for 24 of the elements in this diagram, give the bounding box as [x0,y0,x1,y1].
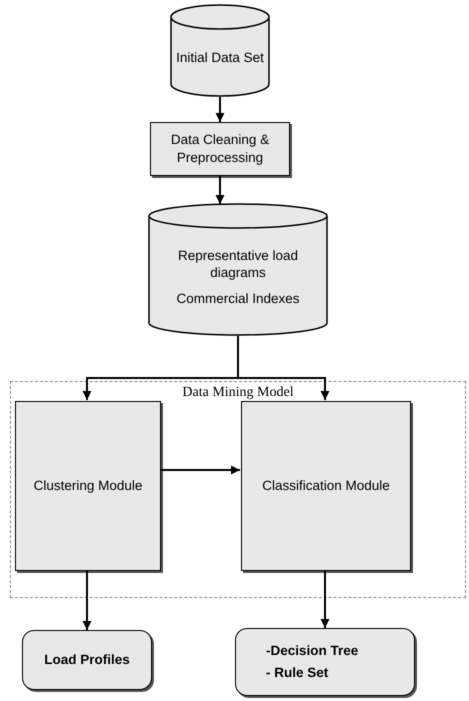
process-box [15,401,161,571]
arrow [216,176,224,204]
arrow [216,97,224,122]
group-title: Data Mining Model [182,384,294,402]
node-label: -Decision Tree [265,642,358,660]
node-label: Commercial Indexes [176,290,300,308]
database-cylinder [170,5,270,97]
arrow [160,466,240,474]
process-box [241,401,411,571]
node-label: Load Profiles [44,651,130,669]
arrow [320,570,330,628]
arrow [82,570,92,630]
node-label: Data Cleaning & Preprocessing [170,131,270,167]
output-box [235,628,415,696]
output-box [22,630,152,690]
node-label: - Rule Set [265,664,328,682]
node-label: Initial Data Set [176,49,264,67]
database-cylinder [148,204,328,336]
node-label: Classification Module [262,477,390,495]
arrow [237,336,330,400]
group-frame [10,381,466,598]
process-box [150,122,290,176]
node-label: Clustering Module [34,477,142,495]
node-label: Representative load diagrams [176,246,300,282]
